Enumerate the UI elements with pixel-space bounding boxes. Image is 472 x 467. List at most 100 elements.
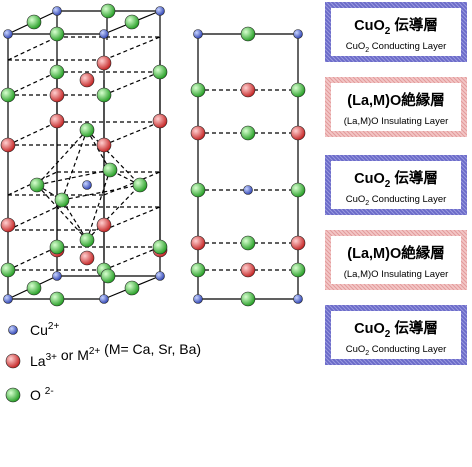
la-atom — [152, 113, 168, 129]
la-atom — [96, 137, 112, 153]
octahedron-edge — [61, 184, 141, 201]
cu-atom — [243, 185, 253, 195]
o-atom — [49, 64, 65, 80]
octahedron-edge — [36, 129, 88, 186]
layer-subtitle: CuO2 Conducting Layer — [346, 41, 447, 54]
layer-panel — [331, 236, 461, 284]
o-atom — [0, 87, 16, 103]
o-atom — [49, 239, 65, 255]
la-atom — [0, 137, 16, 153]
o-atom — [49, 26, 65, 42]
cu-atom — [193, 294, 203, 304]
la-atom — [96, 217, 112, 233]
legend-swatch-cu — [8, 325, 18, 335]
octahedron-edge — [86, 129, 141, 186]
cu-atom — [99, 29, 109, 39]
o-atom — [240, 235, 256, 251]
o-atom — [100, 268, 116, 284]
cu-atom — [155, 271, 165, 281]
cu-atom — [52, 271, 62, 281]
layer-subtitle: (La,M)O Insulating Layer — [344, 116, 449, 127]
layer-panel — [331, 311, 461, 359]
legend-label: Cu2+ — [30, 321, 59, 338]
layer-box-insulating: (La,M)O絶縁層 (La,M)O Insulating Layer — [325, 230, 467, 290]
layer-box-conducting: CuO2 伝導層 CuO2 Conducting Layer — [325, 155, 467, 215]
dashed-bond — [7, 121, 58, 146]
la-atom — [0, 217, 16, 233]
layer-stack-lines — [197, 33, 299, 300]
o-atom — [240, 125, 256, 141]
legend-item-la: La3+ or M2+ (M= Ca, Sr, Ba) — [5, 341, 201, 369]
legend-item-cu: Cu2+ — [8, 321, 59, 338]
la-atom — [240, 262, 256, 278]
dashed-bond — [103, 206, 161, 231]
octahedron-edge — [86, 184, 141, 241]
o-atom — [124, 14, 140, 30]
o-atom — [26, 280, 42, 296]
o-atom — [79, 122, 95, 138]
layer-title: CuO2 伝導層 — [354, 169, 438, 190]
la-atom — [190, 235, 206, 251]
o-atom — [26, 14, 42, 30]
legend-label: La3+ or M2+ (M= Ca, Sr, Ba) — [30, 341, 201, 369]
la-atom — [190, 125, 206, 141]
dashed-bond — [7, 171, 58, 196]
layer-panel — [331, 8, 461, 56]
la-atom — [240, 82, 256, 98]
layer-title: (La,M)O絶縁層 — [347, 91, 444, 109]
dashed-bond — [103, 246, 161, 271]
o-atom — [100, 3, 116, 19]
o-atom — [102, 162, 118, 178]
layer-subtitle: (La,M)O Insulating Layer — [344, 269, 449, 280]
octahedron-edge — [61, 199, 88, 241]
la-atom — [290, 125, 306, 141]
o-atom — [190, 82, 206, 98]
cu-atom — [99, 294, 109, 304]
atoms-group — [0, 3, 306, 307]
la-atom — [290, 235, 306, 251]
o-atom — [29, 177, 45, 193]
octahedron-edge — [36, 169, 111, 186]
o-atom — [190, 262, 206, 278]
dashed-bond — [7, 206, 58, 231]
la-atom — [79, 250, 95, 266]
dashed-bond — [103, 36, 161, 61]
dashed-bond — [103, 71, 161, 96]
octahedron-edge — [86, 129, 111, 171]
o-atom — [190, 182, 206, 198]
o-atom — [0, 262, 16, 278]
cu-atom — [82, 180, 92, 190]
cu-atom — [3, 294, 13, 304]
cu-atom — [293, 29, 303, 39]
layer-box-conducting: CuO2 伝導層 CuO2 Conducting Layer — [325, 2, 467, 62]
cu-atom — [52, 6, 62, 16]
o-atom — [54, 192, 70, 208]
legend-swatch-o — [5, 387, 21, 403]
cu-atom — [155, 6, 165, 16]
layer-title: CuO2 伝導層 — [354, 319, 438, 340]
layer-subtitle: CuO2 Conducting Layer — [346, 344, 447, 357]
dashed-bond — [103, 121, 161, 146]
cu-atom — [3, 29, 13, 39]
dashed-bond — [103, 171, 161, 196]
la-atom — [49, 113, 65, 129]
o-atom — [240, 26, 256, 42]
o-atom — [152, 64, 168, 80]
layer-subtitle: CuO2 Conducting Layer — [346, 194, 447, 207]
layer-box-insulating: (La,M)O絶縁層 (La,M)O Insulating Layer — [325, 77, 467, 137]
legend: Cu2+ La3+ or M2+ (M= Ca, Sr, Ba) O 2- — [5, 321, 201, 403]
cu-atom — [293, 294, 303, 304]
la-atom — [96, 55, 112, 71]
layer-title: (La,M)O絶縁層 — [347, 244, 444, 262]
o-atom — [79, 232, 95, 248]
o-atom — [124, 280, 140, 296]
o-atom — [290, 82, 306, 98]
dashed-bond — [7, 246, 58, 271]
legend-item-o: O 2- — [5, 386, 54, 403]
layer-panel — [331, 83, 461, 131]
legend-label: O 2- — [30, 386, 54, 403]
octahedron-edge — [36, 184, 88, 241]
layer-title: CuO2 伝導層 — [354, 16, 438, 37]
